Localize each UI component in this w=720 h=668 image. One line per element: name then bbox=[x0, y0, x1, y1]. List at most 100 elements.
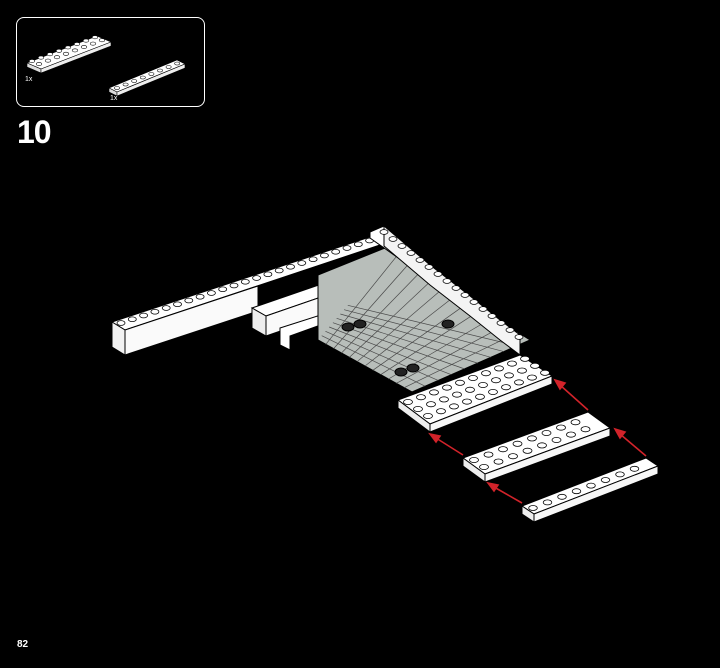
stud bbox=[62, 51, 70, 56]
floor-grid-line bbox=[325, 331, 439, 381]
stud bbox=[530, 362, 540, 369]
stud bbox=[475, 393, 485, 400]
stud bbox=[263, 271, 273, 278]
stud bbox=[28, 59, 36, 63]
stud bbox=[388, 236, 398, 242]
stud bbox=[114, 86, 120, 90]
stud bbox=[478, 381, 488, 388]
floor-grid-line bbox=[341, 270, 422, 354]
stud bbox=[46, 52, 54, 57]
stud bbox=[319, 252, 329, 259]
stud bbox=[416, 394, 426, 401]
floor-grid-line bbox=[372, 301, 470, 371]
stud bbox=[512, 440, 523, 447]
stud bbox=[131, 79, 138, 83]
parts-list-illustration bbox=[26, 35, 186, 97]
parts-list-box: 1x 1x bbox=[16, 17, 205, 107]
page-number: 82 bbox=[17, 639, 29, 650]
tiled-floor bbox=[317, 247, 532, 393]
front-plate-placed bbox=[396, 354, 554, 433]
stud bbox=[229, 282, 239, 289]
stud bbox=[80, 45, 88, 49]
stud bbox=[540, 369, 550, 376]
stud bbox=[379, 229, 389, 235]
stud bbox=[570, 419, 581, 426]
stud bbox=[433, 271, 443, 277]
stud bbox=[127, 316, 137, 323]
arrow-head-icon bbox=[428, 432, 442, 444]
stud bbox=[426, 401, 436, 408]
stud bbox=[460, 292, 470, 298]
stud bbox=[517, 367, 527, 374]
stud bbox=[481, 370, 491, 377]
floor-grid-line bbox=[321, 335, 426, 387]
stud bbox=[429, 389, 439, 396]
stud bbox=[413, 405, 423, 412]
stud bbox=[397, 243, 407, 249]
stud bbox=[491, 377, 501, 384]
stud bbox=[527, 374, 537, 381]
stud bbox=[218, 286, 228, 293]
stud bbox=[629, 465, 640, 472]
plate-1x8-white-icon bbox=[108, 59, 186, 97]
stud bbox=[527, 435, 537, 442]
placement-arrows bbox=[428, 378, 647, 504]
left-wall-bricks bbox=[110, 232, 397, 356]
stud bbox=[150, 308, 160, 315]
floor-grid-line bbox=[343, 309, 504, 352]
stud bbox=[483, 451, 494, 458]
stud bbox=[353, 241, 363, 248]
new-plate-2x8 bbox=[461, 411, 612, 483]
stud bbox=[542, 499, 553, 506]
stud bbox=[586, 482, 596, 489]
floor-grid-line bbox=[347, 304, 517, 347]
stud bbox=[116, 320, 126, 326]
stud bbox=[541, 429, 552, 436]
stud bbox=[148, 72, 155, 76]
stud bbox=[465, 386, 475, 393]
stud bbox=[252, 275, 262, 281]
stud bbox=[528, 505, 538, 511]
stud bbox=[415, 257, 425, 263]
stud bbox=[452, 391, 462, 398]
stud bbox=[571, 488, 582, 495]
arrow-head-icon bbox=[486, 481, 500, 493]
floor-grid-line bbox=[380, 309, 482, 375]
stud bbox=[195, 293, 205, 300]
stud bbox=[494, 365, 504, 372]
stud bbox=[71, 48, 79, 53]
stud bbox=[580, 426, 591, 433]
stud bbox=[451, 285, 461, 291]
stud bbox=[449, 403, 459, 410]
stud bbox=[98, 38, 106, 43]
arrow-right-upper bbox=[559, 384, 589, 411]
stud bbox=[508, 453, 518, 460]
stud bbox=[403, 398, 413, 405]
stud bbox=[424, 264, 434, 270]
stud bbox=[507, 360, 517, 367]
arrow-head-icon bbox=[613, 427, 627, 440]
stud bbox=[286, 263, 295, 270]
stud bbox=[64, 45, 72, 50]
stud bbox=[514, 334, 524, 340]
stud bbox=[308, 256, 318, 263]
stud bbox=[37, 55, 45, 60]
stud bbox=[44, 58, 52, 63]
stud bbox=[184, 297, 194, 304]
stud bbox=[206, 290, 216, 296]
stud bbox=[439, 396, 449, 403]
stud bbox=[504, 372, 514, 379]
stud bbox=[493, 458, 504, 465]
stud bbox=[423, 412, 433, 419]
floor-grid-line bbox=[388, 316, 494, 380]
floor-grid-line bbox=[325, 255, 398, 345]
stud bbox=[240, 278, 250, 285]
arrow-left-lower bbox=[493, 486, 523, 504]
stud bbox=[551, 436, 562, 443]
stud bbox=[455, 379, 465, 386]
stud bbox=[478, 306, 488, 312]
stud bbox=[566, 431, 576, 438]
stud bbox=[442, 278, 452, 284]
floor-grid-line bbox=[404, 332, 519, 388]
stud bbox=[342, 245, 352, 251]
